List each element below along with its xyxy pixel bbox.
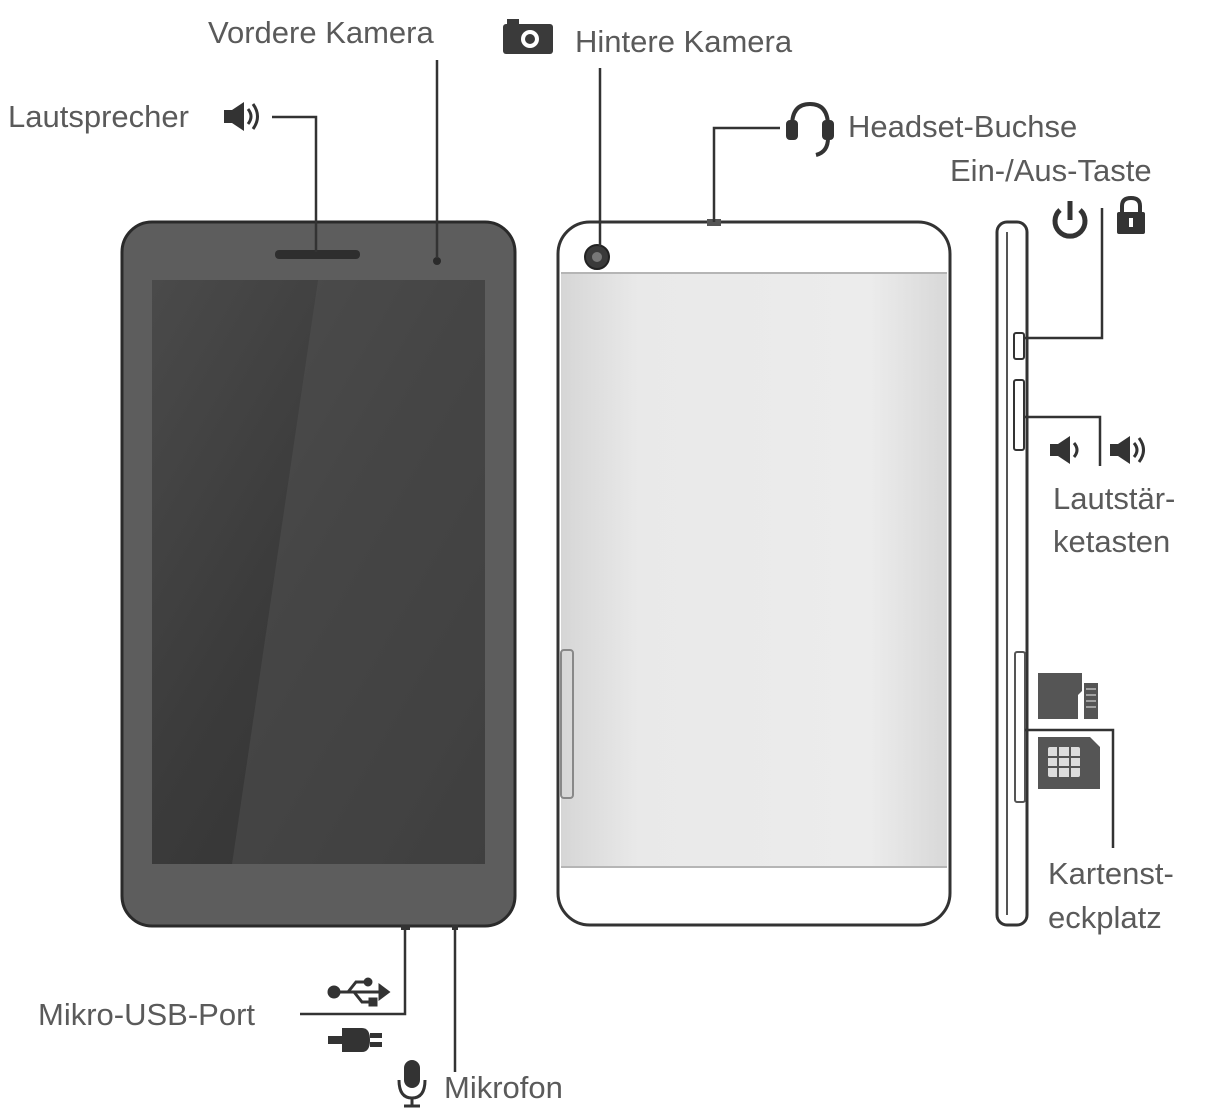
sim-card-icon: [1038, 737, 1100, 789]
headset-jack-opening: [707, 219, 721, 226]
headset-icon: [786, 101, 834, 157]
volume-down-icon: [1050, 436, 1079, 464]
usb-icon: [327, 977, 391, 1007]
microphone-icon: [397, 1060, 427, 1108]
label-front-camera: Vordere Kamera: [208, 15, 434, 50]
back-side-slot: [560, 649, 574, 799]
rear-camera-inner: [592, 252, 602, 262]
side-body: [995, 220, 1029, 927]
tablet-side-view: [995, 220, 1029, 927]
tablet-back-view: [556, 219, 952, 927]
usb-port-opening: [401, 925, 410, 930]
label-headset-jack: Headset-Buchse: [848, 109, 1078, 144]
leader-volume: [1024, 415, 1102, 466]
screen-glare: [232, 280, 485, 864]
earpiece-speaker: [275, 250, 360, 259]
label-power-key: Ein-/Aus-Taste: [950, 153, 1152, 188]
back-panel: [561, 273, 947, 867]
volume-button: [1013, 379, 1025, 451]
front-screen: [152, 280, 485, 864]
leader-speaker: [272, 115, 318, 252]
lock-icon: [1117, 195, 1145, 234]
mic-opening: [452, 925, 458, 930]
label-rear-camera: Hintere Kamera: [575, 24, 793, 59]
leader-lines: [272, 60, 1115, 1072]
label-microphone: Mikrofon: [444, 1070, 563, 1105]
leader-power: [1024, 208, 1104, 340]
front-camera-lens: [433, 257, 441, 265]
card-tray: [1014, 651, 1026, 803]
leader-card-slot: [1025, 728, 1115, 848]
power-button: [1013, 332, 1025, 360]
label-usb-port: Mikro-USB-Port: [38, 997, 256, 1032]
plug-icon: [328, 1028, 382, 1052]
camera-icon: [503, 19, 553, 54]
label-speaker: Lautsprecher: [8, 99, 189, 134]
label-volume-keys-line2: ketasten: [1053, 524, 1171, 559]
volume-up-icon: [1110, 436, 1145, 464]
tablet-front-view: [120, 220, 517, 930]
label-card-slot-line2: eckplatz: [1048, 900, 1162, 935]
label-volume-keys-line1: Lautstär-: [1053, 481, 1176, 516]
leader-usb: [300, 928, 407, 1016]
microsd-card-icon: [1038, 673, 1098, 719]
label-card-slot-line1: Kartenst-: [1048, 856, 1174, 891]
speaker-icon: [224, 102, 259, 131]
power-icon: [1052, 201, 1088, 239]
leader-headset: [712, 126, 780, 222]
